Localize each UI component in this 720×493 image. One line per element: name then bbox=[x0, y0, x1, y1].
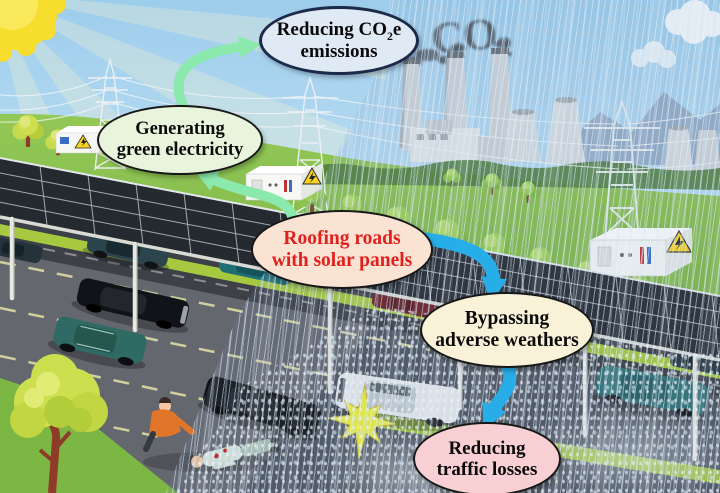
chimney bbox=[488, 52, 512, 146]
callout-line: traffic losses bbox=[436, 459, 538, 480]
transformer-box bbox=[245, 163, 322, 201]
callout-line: with solar panels bbox=[271, 249, 413, 271]
callout-bypassing-adverse-weathers: Bypassing adverse weathers bbox=[420, 292, 594, 368]
high-voltage-warning-icon bbox=[74, 134, 92, 149]
callout-line: Generating bbox=[135, 119, 225, 140]
callout-reducing-traffic-losses: Reducing traffic losses bbox=[413, 422, 561, 493]
callout-line: green electricity bbox=[116, 140, 244, 160]
callout-line: Bypassing bbox=[464, 308, 550, 330]
callout-generating-green-electricity: Generating green electricity bbox=[97, 105, 263, 175]
transformer-box bbox=[589, 228, 693, 277]
sun-icon bbox=[0, 0, 66, 62]
callout-line: Roofing roads bbox=[283, 227, 401, 249]
suv bbox=[47, 316, 147, 369]
callout-line: Reducing CO2e bbox=[276, 19, 402, 44]
callout-line: adverse weathers bbox=[435, 330, 579, 351]
callout-reducing-co2e-emissions: Reducing CO2e emissions bbox=[259, 6, 419, 75]
tree bbox=[10, 354, 108, 493]
callout-roofing-roads-with-solar-panels: Roofing roads with solar panels bbox=[251, 210, 433, 289]
callout-line: emissions bbox=[300, 40, 378, 62]
callout-line: Reducing bbox=[448, 437, 526, 459]
